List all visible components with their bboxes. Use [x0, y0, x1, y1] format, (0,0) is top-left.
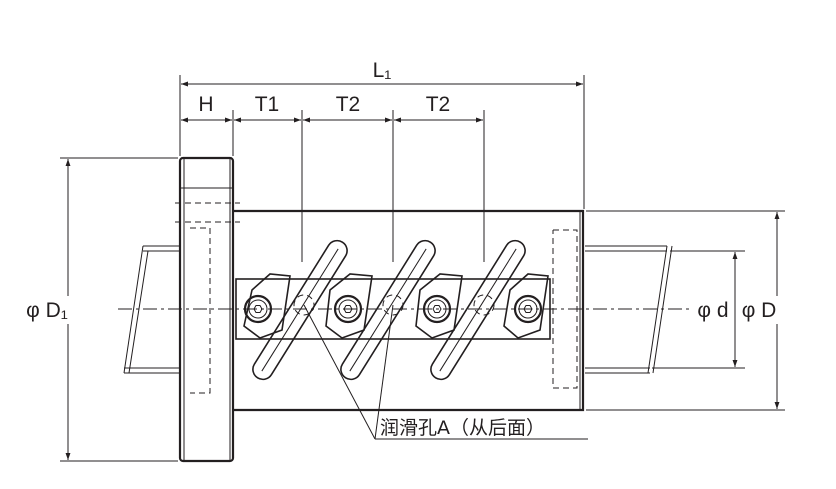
dimension-lines	[65, 81, 780, 460]
tube-clamps	[243, 273, 549, 339]
dim-label-pitch-t1: T1	[255, 93, 280, 116]
screw-shaft	[123, 245, 673, 374]
extension-lines	[60, 75, 785, 462]
dim-label-pitch-t2-first: T2	[336, 93, 361, 116]
dim-label-flange-diameter: φ D₁	[26, 299, 68, 322]
callout-lubrication-hole: 润滑孔A（从后面）	[380, 417, 545, 439]
dim-label-shaft-diameter: φ d	[697, 299, 728, 322]
dim-label-overall-length: L₁	[373, 59, 392, 82]
dim-label-nut-diameter: φ D	[742, 299, 777, 322]
dim-label-flange-width: H	[198, 93, 213, 116]
dim-label-pitch-t2-second: T2	[426, 93, 451, 116]
return-tubes	[252, 239, 526, 381]
lubrication-leader	[303, 304, 588, 440]
lubrication-holes	[293, 294, 495, 316]
